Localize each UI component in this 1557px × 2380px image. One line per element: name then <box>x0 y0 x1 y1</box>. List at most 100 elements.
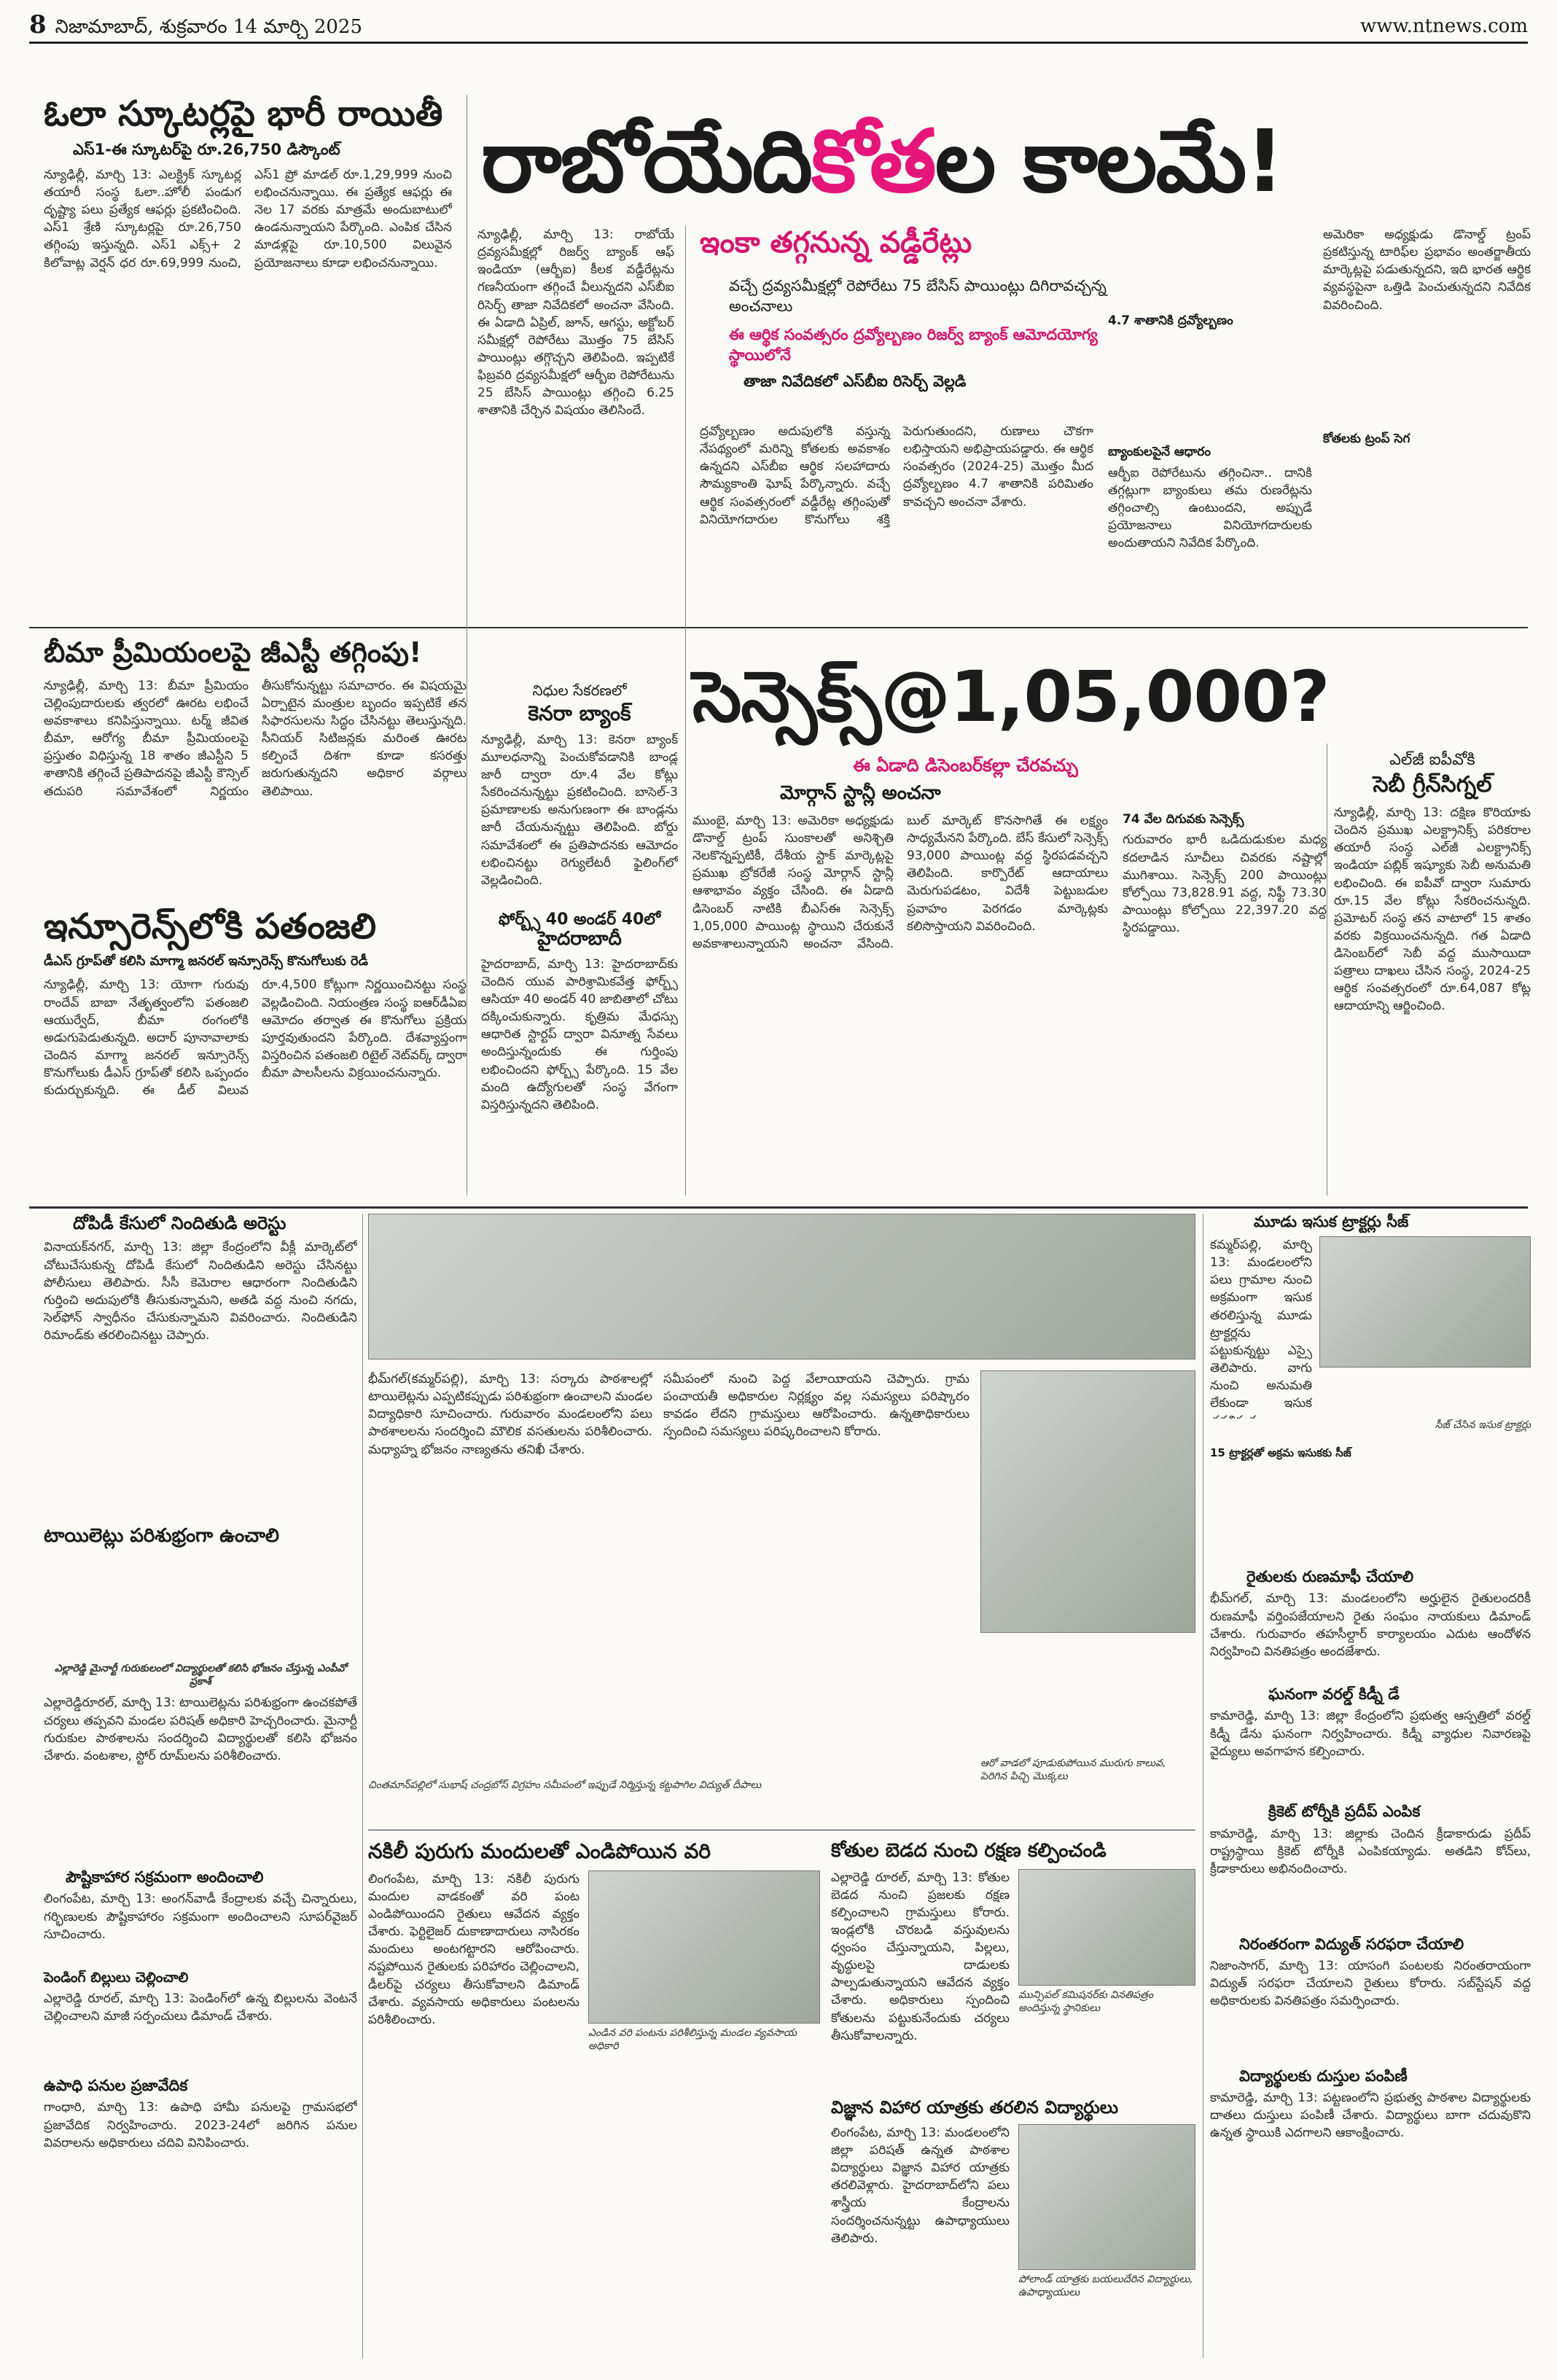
ola-headline: ఓలా స్కూటర్లపై భారీ రాయితీ <box>44 93 443 134</box>
rates-decks: ఇంకా తగ్గనున్న వడ్డీరేట్లు వచ్చే ద్రవ్యస… <box>700 226 1108 394</box>
banner-pre: రాబోయేది <box>481 110 813 211</box>
local-left-top: దోపిడీ కేసులో నిందితుడి అరెస్టు వినాయక్‌… <box>44 1214 357 1547</box>
rates-body-1: న్యూఢిల్లీ, మార్చి 13: రాబోయే ద్రవ్యసమీక… <box>477 227 674 418</box>
sand-row: కమ్మర్‌పల్లి, మార్చి 13: మండలంలోని పలు గ… <box>1210 1236 1531 1419</box>
rates-line4: తాజా నివేదికలో ఎస్‌బీఐ రిసెర్చ్‌ వెల్లడి <box>744 372 967 391</box>
masthead: 8 నిజామాబాద్‌, శుక్రవారం 14 మార్చి 2025 w… <box>29 10 1528 44</box>
paddy-photo-col: ఎండిన వరి పంటను పరిశీలిస్తున్న మండల వ్యవ… <box>588 1870 820 2337</box>
canara-kicker: నిధుల సేకరణలో <box>532 682 627 699</box>
upadhi-body: గాంధారి, మార్చి 13: ఉపాధి హామీ పనులపై గ్… <box>44 2100 357 2150</box>
sand-sub: 15 ట్రాక్టర్లతో అక్రమ ఇసుకకు సీజ్‌ <box>1210 1446 1351 1460</box>
monkey-body: ఎల్లారెడ్డి రూరల్‌, మార్చి 13: కోతుల బెడ… <box>831 1870 1010 2043</box>
paddy-photo <box>588 1870 820 2024</box>
center-photo <box>368 1214 1195 1359</box>
monkey-article: కోతుల బెడద నుంచి రక్షణ కల్పించండి ఎల్లార… <box>831 1841 1195 2321</box>
dowry-headline: దోపిడీ కేసులో నిందితుడి అరెస్టు <box>73 1213 286 1233</box>
forbes-body: హైదరాబాద్‌, మార్చి 13: హైదరాబాద్‌కు చెంద… <box>481 956 678 1112</box>
rates-body-3: ఆర్బీఐ రెపోరేటును తగ్గించినా.. దానికి తగ… <box>1108 465 1312 551</box>
sensex-decks: ఈ ఏడాది డిసెంబర్‌కల్లా చేరవచ్చు <box>692 755 1327 776</box>
cricket-body: కామారెడ్డి, మార్చి 13: జిల్లాకు చెందిన క… <box>1210 1826 1531 1876</box>
canara-headline: కెనరా బ్యాంక్‌ <box>528 701 631 725</box>
lg-article: ఎల్‌జీ ఐపీవోకి సెబీ గ్రీన్‌సిగ్నల్‌ న్యూ… <box>1334 751 1531 1183</box>
bills-body: ఎల్లారెడ్డి రూరల్‌, మార్చి 13: పెండింగ్‌… <box>44 1991 357 2024</box>
sand-body: కమ్మర్‌పల్లి, మార్చి 13: మండలంలోని పలు గ… <box>1210 1238 1312 1419</box>
bheemgal-body: భీమ్‌గల్‌(కమ్మర్‌పల్లి), మార్చి 13: సర్క… <box>368 1372 652 1457</box>
college-caption: ఎల్లారెడ్డి మైనార్టీ గురుకులంలో విద్యార్… <box>54 1663 347 1688</box>
lg-body: న్యూఢిల్లీ, మార్చి 13: దక్షిణ కొరియాకు చ… <box>1334 805 1531 1014</box>
rates-col-3: 4.7 శాతానికి ద్రవ్యోల్బణం బ్యాంకులపైనే ఆ… <box>1108 313 1312 574</box>
divider-1 <box>29 627 1528 628</box>
col-rule-2 <box>685 226 686 1195</box>
sensex-article: సెన్సెక్స్‌@1,05,000? ఈ ఏడాది డిసెంబర్‌క… <box>692 656 1330 1133</box>
paddy-row: లింగంపేట, మార్చి 13: నకిలీ పురుగు మందుల … <box>368 1870 820 2337</box>
forbes-article: ఫోర్బ్స్‌ 40 అండర్‌ 40లో హైదరాబాదీ హైదరా… <box>481 910 678 1123</box>
science-row: లింగంపేట, మార్చి 13: మండలంలోని జిల్లా పర… <box>831 2123 1195 2321</box>
sand-headline: మూడు ఇసుక ట్రాక్టర్లు సీజ్‌ <box>1254 1213 1409 1230</box>
patanjali-body: న్యూఢిల్లీ, మార్చి 13: యోగా గురువు రాందే… <box>44 978 467 1099</box>
divider-local <box>29 1206 1528 1209</box>
rates-body-2: ద్రవ్యోల్బణం అదుపులోకి వస్తున్న నేపథ్యంల… <box>700 424 1093 527</box>
right-photo-caption: ఆరో వాడలో పూడుకుపోయిన మురుగు కాలువ, పెరి… <box>980 1757 1166 1783</box>
sensex-col-right: 74 వేల దిగువకు సెన్సెక్స్‌ గురువారం భారీ… <box>1123 812 1327 1133</box>
patanjali-article: ఇన్సూరెన్స్‌లోకి పతంజలి డీఎస్‌ గ్రూప్‌తో… <box>44 908 467 1180</box>
ola-body: న్యూఢిల్లీ, మార్చి 13: ఎలక్ట్రిక్‌ స్కూట… <box>44 167 452 270</box>
sensex-body: ముంబై, మార్చి 13: అమెరికా అధ్యక్షుడు డొన… <box>692 813 1108 951</box>
farmer-headline: రైతులకు రుణమాఫీ చేయాలి <box>1246 1568 1414 1586</box>
canara-article: నిధుల సేకరణలో కెనరా బ్యాంక్‌ న్యూఢిల్లీ,… <box>481 682 678 891</box>
sand-photo <box>1319 1236 1531 1368</box>
science-headline: విజ్ఞాన విహార యాత్రకు తరలిన విద్యార్థులు <box>831 2096 1119 2118</box>
power-headline: నిరంతరంగా విద్యుత్‌ సరఫరా చేయాలి <box>1239 1935 1464 1953</box>
middle-body: సమీపంలో నుంచి పెద్ద వేలాయిాయని చెప్పారు.… <box>663 1372 969 1440</box>
science-photo-col: పోలాండ్‌ యాత్రకు బయలుదేరిన విద్యార్థులు,… <box>1018 2123 1195 2321</box>
local-right: మూడు ఇసుక ట్రాక్టర్లు సీజ్‌ కమ్మర్‌పల్లి… <box>1210 1213 1531 2191</box>
monkey-caption: మున్సిపల్‌ కమిషనర్‌కు వినతిపత్రం అందిస్త… <box>1018 1989 1153 2014</box>
science-body: లింగంపేట, మార్చి 13: మండలంలోని జిల్లా పర… <box>831 2125 1010 2246</box>
toilet-headline: టాయిలెట్లు పరిశుభ్రంగా ఉంచాలి <box>44 1525 279 1548</box>
patanjali-headline: ఇన్సూరెన్స్‌లోకి పతంజలి <box>44 906 377 947</box>
sensex-subhead: ఈ ఏడాది డిసెంబర్‌కల్లా చేరవచ్చు <box>853 755 1078 776</box>
rates-col-4: అమెరికా అధ్యక్షుడు డొనాల్డ్‌ ట్రంప్‌ ప్ర… <box>1323 226 1531 446</box>
rates-line3: ఈ ఆర్థిక సంవత్సరం ద్రవ్యోల్బణం రిజర్వ్‌ … <box>729 325 1098 364</box>
col-rule-4 <box>362 1214 363 2358</box>
bills-headline: పెండింగ్‌ బిల్లులు చెల్లించాలి <box>44 1970 189 1986</box>
rates-deck: ఇంకా తగ్గనున్న వడ్డీరేట్లు <box>700 226 972 260</box>
lg-headline: సెబీ గ్రీన్‌సిగ్నల్‌ <box>1373 772 1492 797</box>
sensex-columns: ముంబై, మార్చి 13: అమెరికా అధ్యక్షుడు డొన… <box>692 812 1327 1133</box>
nutrition-headline: పౌష్టికాహార సక్రమంగా అందించాలి <box>66 1868 264 1887</box>
monkey-row: ఎల్లారెడ్డి రూరల్‌, మార్చి 13: కోతుల బెడ… <box>831 1868 1195 2088</box>
patanjali-subhead: డీఎస్‌ గ్రూప్‌తో కలిసి మాగ్మా జనరల్‌ ఇన్… <box>44 953 369 969</box>
page-number: 8 <box>29 9 47 39</box>
students-body: కామారెడ్డి, మార్చి 13: పట్టణంలోని ప్రభుత… <box>1210 2090 1531 2140</box>
paddy-headline: నకిలీ పురుగు మందులతో ఎండిపోయిన వరి <box>368 1839 711 1863</box>
science-caption: పోలాండ్‌ యాత్రకు బయలుదేరిన విద్యార్థులు,… <box>1018 2273 1193 2299</box>
edition-date: నిజామాబాద్‌, శుక్రవారం 14 మార్చి 2025 <box>55 15 362 38</box>
rates-line2: వచ్చే ద్రవ్యసమీక్షల్లో రెపోరేటు 75 బేసిస… <box>729 277 1107 316</box>
monkey-photo <box>1018 1868 1195 1986</box>
dowry-body: వినాయక్‌నగర్‌, మార్చి 13: జిల్లా కేంద్రం… <box>44 1240 357 1343</box>
yellareddy-body: ఎల్లారెడ్డిరూరల్‌, మార్చి 13: టాయిలెట్లన… <box>44 1696 357 1763</box>
sand-caption: సీజ్‌ చేసిన ఇసుక ట్రాక్టర్లు <box>1435 1419 1531 1432</box>
forbes-kicker: ఫోర్బ్స్‌ 40 అండర్‌ 40లో <box>498 910 661 929</box>
masthead-left: 8 నిజామాబాద్‌, శుక్రవారం 14 మార్చి 2025 <box>29 10 362 42</box>
students-headline: విద్యార్థులకు దుస్తుల పంపిణీ <box>1239 2067 1408 2085</box>
monkey-headline: కోతుల బెడద నుంచి రక్షణ కల్పించండి <box>831 1840 1107 1862</box>
cricket-headline: క్రికెట్‌ టోర్నీకి ప్రదీప్‌ ఎంపిక <box>1268 1803 1421 1821</box>
paddy-article: నకిలీ పురుగు మందులతో ఎండిపోయిన వరి లింగం… <box>368 1839 820 2337</box>
website-url[interactable]: www.ntnews.com <box>1359 15 1528 37</box>
paddy-body: లింగంపేట, మార్చి 13: నకిలీ పురుగు మందుల … <box>368 1871 580 2027</box>
rates-sub1: 4.7 శాతానికి ద్రవ్యోల్బణం <box>1108 313 1233 328</box>
banner-highlight: కోత <box>811 110 937 211</box>
sensex-byline: మోర్గాన్‌ స్టాన్లీ అంచనా <box>780 781 941 804</box>
sensex-headline: సెన్సెక్స్‌@1,05,000? <box>692 656 1330 738</box>
paddy-caption: ఎండిన వరి పంటను పరిశీలిస్తున్న మండల వ్యవ… <box>588 2026 797 2052</box>
rates-body-4: అమెరికా అధ్యక్షుడు డొనాల్డ్‌ ట్రంప్‌ ప్ర… <box>1323 227 1531 313</box>
ghana-body: కామారెడ్డి, మార్చి 13: జిల్లా కేంద్రంలోన… <box>1210 1709 1531 1759</box>
science-photo <box>1018 2123 1195 2270</box>
ola-subhead: ఎస్‌1-ఈ స్కూటర్‌పై రూ.26,750 డిస్కౌంట్‌ <box>73 140 340 158</box>
bima-body: న్యూఢిల్లీ, మార్చి 13: బీమా ప్రీమియం చెల… <box>44 678 467 799</box>
lg-kicker: ఎల్‌జీ ఐపీవోకి <box>1389 751 1475 769</box>
farmer-body: భీమ్‌గల్‌, మార్చి 13: మండలంలోని అర్హులైన… <box>1210 1591 1531 1659</box>
bima-headline: బీమా ప్రీమియంలపై జీఎస్టీ తగ్గింపు! <box>44 636 422 668</box>
nutrition-body: లింగంపేట, మార్చి 13: అంగన్‌వాడీ కేంద్రాల… <box>44 1892 357 1942</box>
